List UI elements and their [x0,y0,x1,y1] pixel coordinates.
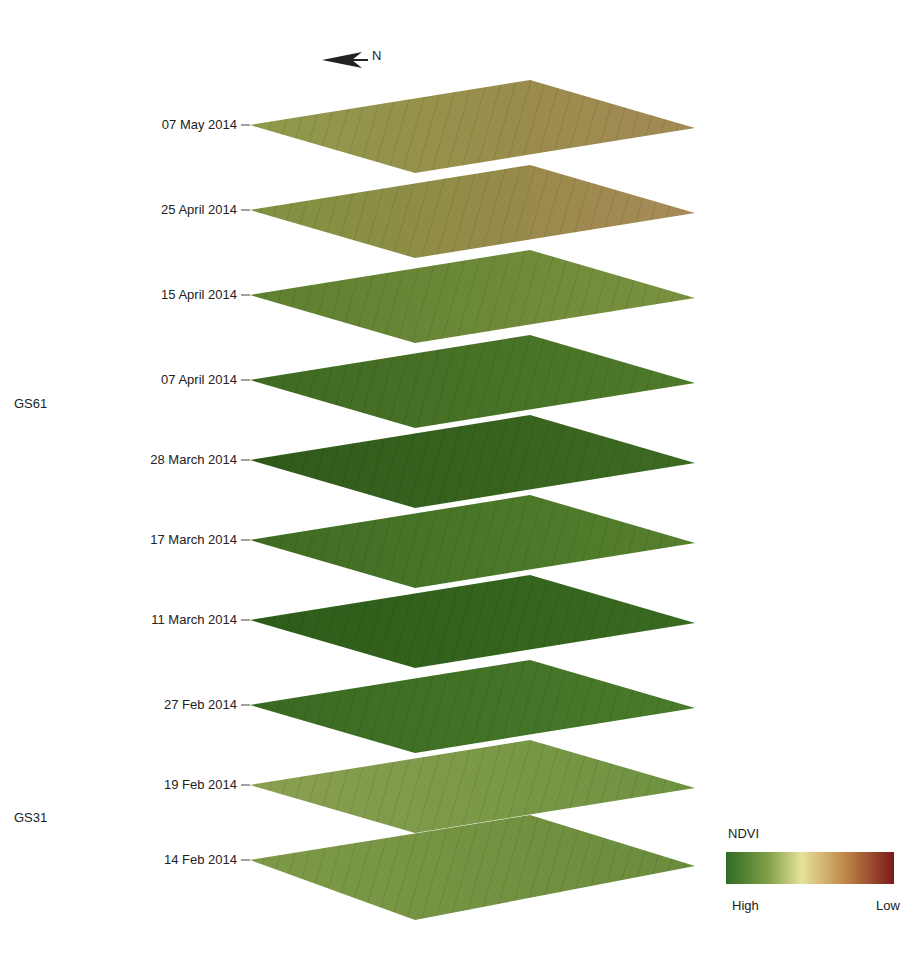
date-label: 17 March 2014 [150,532,237,548]
date-label: 15 April 2014 [161,287,237,303]
ndvi-colorbar [726,852,894,884]
image-layers [250,80,695,920]
date-label: 27 Feb 2014 [164,697,237,713]
date-label: 19 Feb 2014 [164,777,237,793]
date-label: 07 May 2014 [162,117,237,133]
legend-title: NDVI [728,826,759,842]
date-label: 14 Feb 2014 [164,852,237,868]
date-label: 25 April 2014 [161,202,237,218]
date-label: 11 March 2014 [151,612,237,628]
legend-end-label: High [732,898,759,914]
legend-end-label: Low [876,898,900,914]
growth-stage-label: GS31 [14,810,47,826]
leader-lines [241,125,250,860]
date-label: 28 March 2014 [150,452,237,468]
date-label: 07 April 2014 [161,372,237,388]
growth-stage-label: GS61 [14,396,47,412]
north-label: N [372,48,381,64]
north-arrow [322,52,368,68]
